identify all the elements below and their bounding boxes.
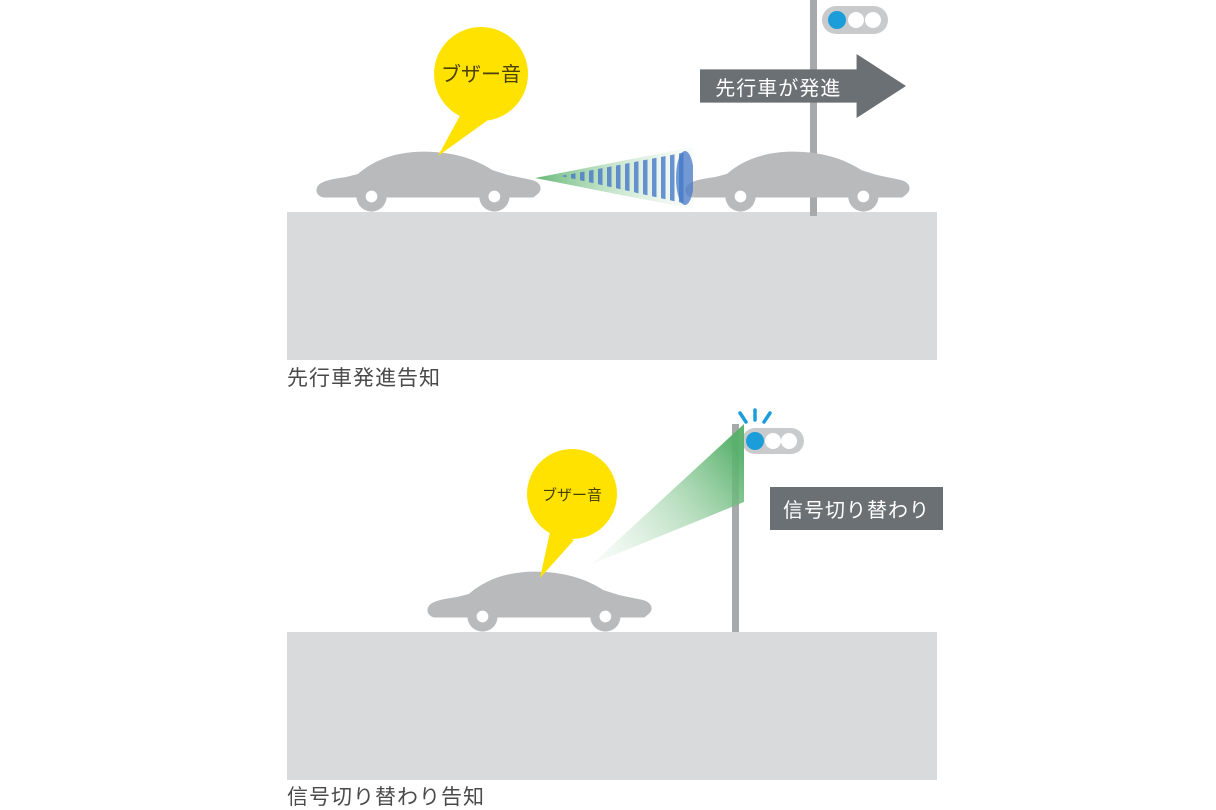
caption-top: 先行車発進告知	[287, 367, 441, 390]
buzzer-bubble-bottom: ブザー音	[527, 449, 617, 578]
beam-endcap	[676, 151, 693, 205]
following-car-icon	[316, 151, 541, 212]
bubble-tail	[540, 532, 574, 578]
bubble-tail	[438, 112, 488, 156]
traffic-signal-icon-top	[810, 0, 888, 216]
car-icon-bottom	[427, 571, 652, 632]
road-ground-bottom	[287, 632, 937, 780]
car-rear-hub	[365, 190, 378, 203]
leading-car-icon	[685, 151, 910, 212]
signal-lens-lit-blue	[746, 432, 764, 450]
signal-pole	[810, 0, 817, 216]
road-ground-top	[287, 212, 937, 360]
departure-arrow-label: 先行車が発進	[715, 77, 842, 100]
signal-lens-off-1	[765, 433, 781, 449]
signal-change-label: 信号切り替わり	[770, 487, 943, 530]
car-rear-hub	[476, 610, 489, 623]
sensor-beam-icon-top	[535, 147, 693, 209]
buzzer-bubble-top: ブザー音	[434, 27, 528, 156]
traffic-signal-icon-bottom	[732, 408, 804, 632]
beam-cone	[592, 424, 744, 564]
signal-blink-marks	[738, 408, 772, 424]
sensor-beam-icon-bottom	[592, 424, 744, 564]
signal-lens-off-2	[781, 433, 797, 449]
buzzer-bubble-label-bottom: ブザー音	[542, 486, 602, 504]
car-front-hub	[857, 190, 870, 203]
bubble-circle	[434, 27, 528, 121]
buzzer-bubble-label-top: ブザー音	[441, 62, 521, 86]
beam-stripes	[561, 152, 687, 204]
car-front-hub	[488, 190, 501, 203]
bubble-circle	[527, 449, 617, 539]
signal-lens-lit-blue	[828, 11, 846, 29]
signal-lens-off-1	[848, 12, 864, 28]
signal-lens-off-2	[865, 12, 881, 28]
car-rear-hub	[734, 190, 747, 203]
caption-bottom: 信号切り替わり告知	[287, 786, 485, 809]
signal-pole	[732, 424, 739, 632]
car-front-hub	[599, 610, 612, 623]
